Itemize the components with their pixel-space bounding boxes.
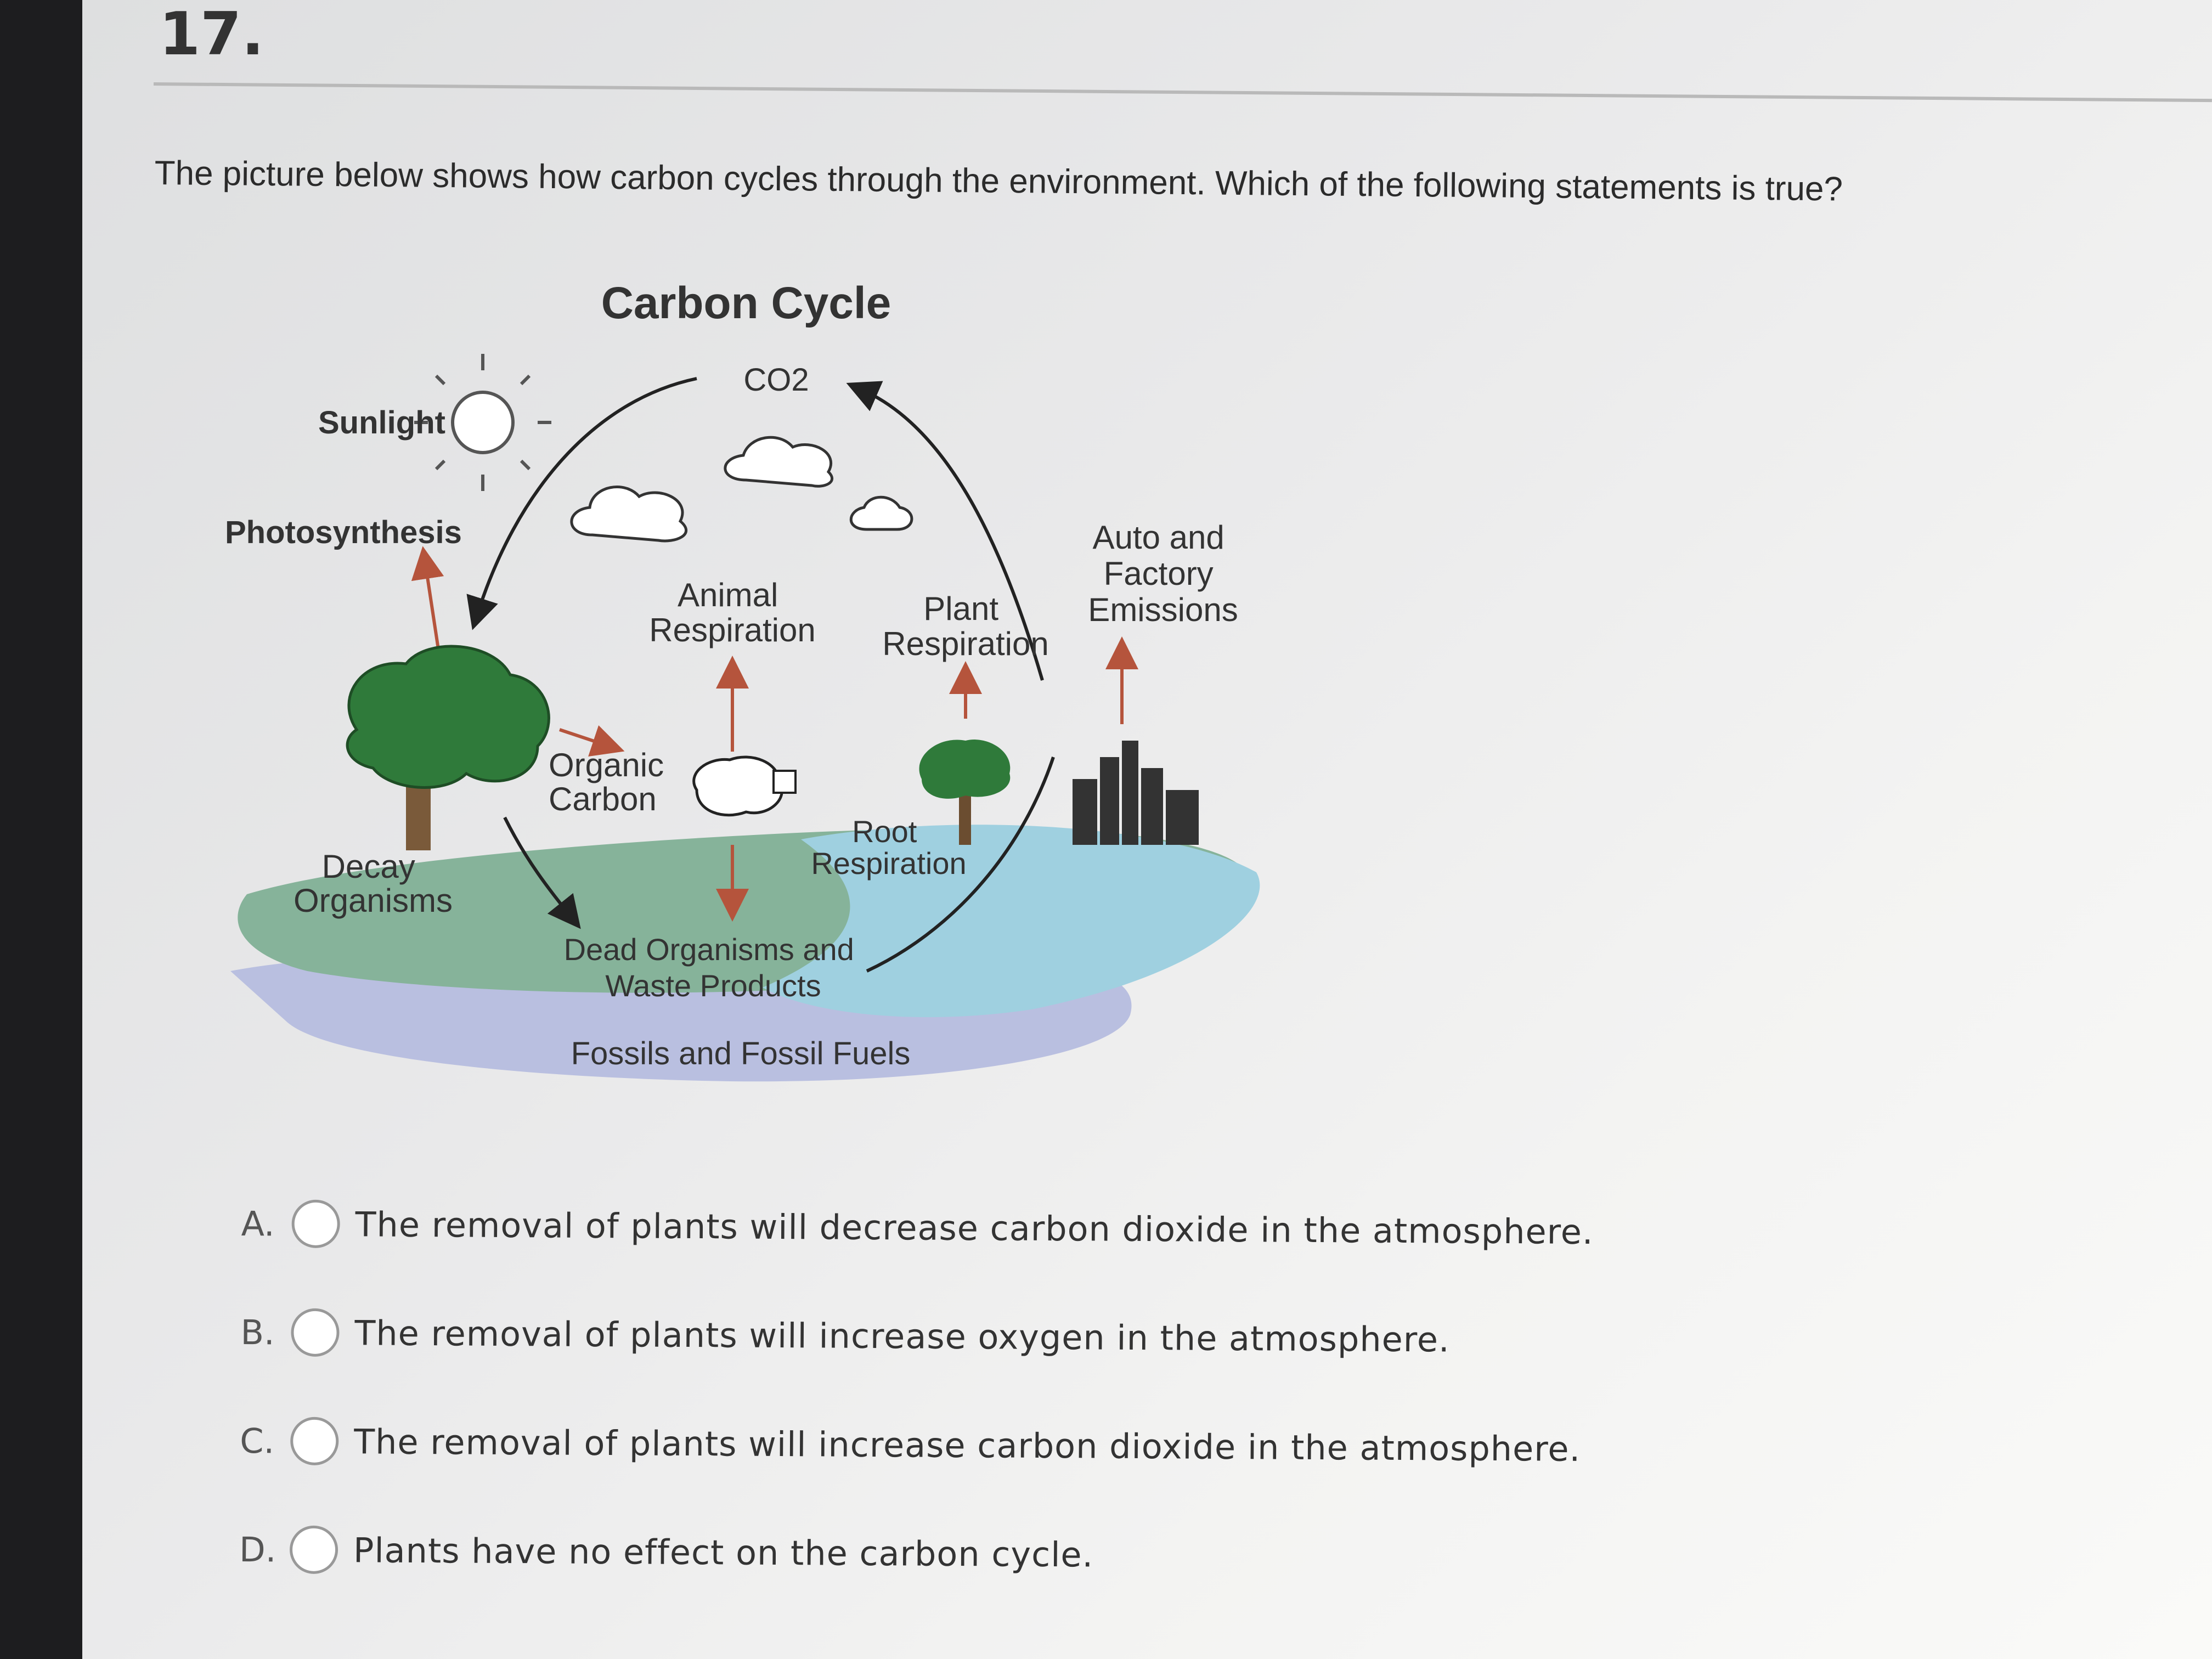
sun-icon	[451, 391, 515, 454]
choice-text[interactable]: The removal of plants will increase oxyg…	[354, 1312, 1450, 1359]
carbon-cycle-diagram: Carbon Cycle CO2 Sunlight Photosynthesis…	[208, 263, 1295, 1122]
factory-icon	[1073, 741, 1199, 845]
cloud-icon	[570, 486, 688, 543]
water-layer	[763, 825, 1260, 1018]
diagram-title: Carbon Cycle	[601, 278, 891, 328]
decay-organisms-label: Decay Organisms	[294, 848, 453, 919]
choice-text[interactable]: Plants have no effect on the carbon cycl…	[353, 1530, 1094, 1575]
radio-button[interactable]	[291, 1199, 340, 1249]
cloud-icon	[724, 436, 834, 488]
choice-letter: B.	[240, 1312, 275, 1352]
choice-a[interactable]: A. The removal of plants will decrease c…	[241, 1196, 1594, 1259]
choice-letter: C.	[240, 1420, 275, 1461]
sunlight-label: Sunlight	[318, 405, 445, 441]
answer-choices: A. The removal of plants will decrease c…	[239, 1196, 1594, 1639]
plant-respiration-label: Plant Respiration	[882, 590, 1049, 662]
choice-letter: A.	[241, 1203, 275, 1244]
radio-button[interactable]	[289, 1525, 338, 1575]
decay-arrow	[503, 816, 581, 929]
organic-carbon-label: Organic Carbon	[549, 747, 673, 817]
sheep-icon	[692, 755, 783, 817]
sheep-head-icon	[772, 770, 797, 794]
cloud-icon	[849, 495, 913, 531]
sun-rays-icon	[414, 354, 551, 491]
choice-b[interactable]: B. The removal of plants will increase o…	[240, 1305, 1593, 1368]
choice-text[interactable]: The removal of plants will increase carb…	[354, 1421, 1581, 1469]
photosynthesis-label: Photosynthesis	[225, 515, 462, 550]
dead-organisms-label: Dead Organisms and Waste Products	[564, 932, 863, 1003]
organic-carbon-red-arrow	[559, 725, 625, 757]
animal-respiration-label: Animal Respiration	[649, 577, 816, 648]
co2-label: CO2	[743, 362, 809, 398]
auto-emissions-label: Auto and Factory Emissions	[1088, 519, 1238, 628]
choice-d[interactable]: D. Plants have no effect on the carbon c…	[239, 1522, 1592, 1585]
fossils-label: Fossils and Fossil Fuels	[571, 1036, 911, 1071]
photosynthesis-red-arrow	[411, 546, 444, 653]
emissions-to-co2-arrow	[846, 381, 1044, 681]
choice-letter: D.	[239, 1529, 276, 1570]
tree-icon	[346, 645, 550, 789]
photosynthesis-arrow	[466, 377, 697, 630]
question-number: 17.	[159, 0, 264, 69]
radio-button[interactable]	[290, 1417, 339, 1466]
radio-button[interactable]	[291, 1308, 340, 1357]
carbon-cycle-svg: Carbon Cycle CO2 Sunlight Photosynthesis…	[225, 278, 1260, 1082]
dead-organisms-arrow	[866, 757, 1055, 973]
small-tree-trunk	[959, 785, 971, 845]
choice-c[interactable]: C. The removal of plants will increase c…	[240, 1413, 1593, 1476]
root-respiration-label: Root Respiration	[811, 814, 966, 881]
choice-text[interactable]: The removal of plants will decrease carb…	[355, 1204, 1594, 1252]
small-tree-icon	[919, 740, 1011, 799]
